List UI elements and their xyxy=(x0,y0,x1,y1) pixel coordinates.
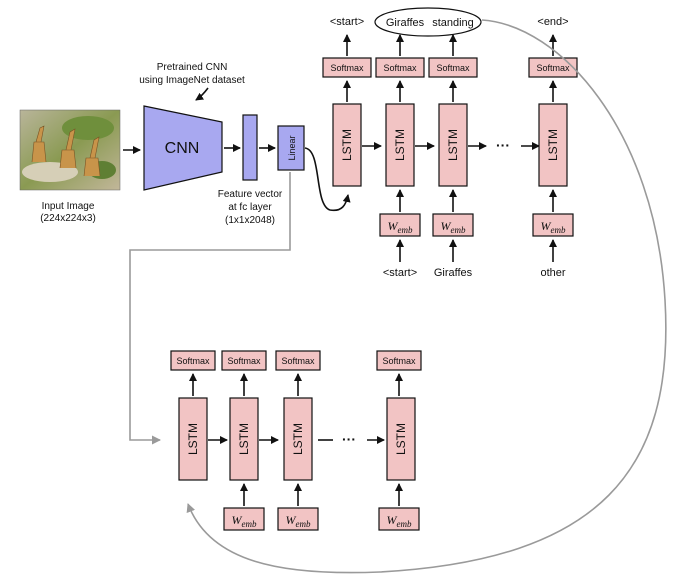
lstm-cell xyxy=(385,103,415,187)
softmax-box xyxy=(322,57,372,78)
lstm-cell xyxy=(178,397,208,481)
svg-text:LSTM: LSTM xyxy=(446,129,460,161)
softmax-box xyxy=(221,350,267,371)
top-output-word: Giraffes xyxy=(386,17,425,29)
svg-text:Softmax: Softmax xyxy=(227,356,261,366)
svg-text:Softmax: Softmax xyxy=(382,356,416,366)
lstm-cell xyxy=(538,103,568,187)
top-lstm-row: <start> Softmax LSTM Softmax LSTM Wemb <… xyxy=(322,7,578,279)
feedback-loop-arrow xyxy=(186,19,667,574)
input-image-size: (224x224x3) xyxy=(40,213,96,224)
pretrained-pointer-arrow xyxy=(195,87,209,101)
svg-text:Softmax: Softmax xyxy=(176,356,210,366)
top-output-word: <start> xyxy=(330,16,364,28)
svg-text:Softmax: Softmax xyxy=(536,63,570,73)
linear-to-lstm-arrow xyxy=(304,147,351,212)
word-embedding-box xyxy=(532,213,574,237)
linear-layer xyxy=(277,125,305,171)
lstm-cell xyxy=(283,397,313,481)
svg-text:LSTM: LSTM xyxy=(394,423,408,455)
svg-text:Softmax: Softmax xyxy=(330,63,364,73)
top-input-word: Giraffes xyxy=(434,267,473,279)
svg-text:LSTM: LSTM xyxy=(186,423,200,455)
svg-text:Wemb: Wemb xyxy=(387,513,412,529)
svg-text:Wemb: Wemb xyxy=(388,219,413,235)
lstm-cell xyxy=(386,397,416,481)
selected-words-ellipse xyxy=(374,7,482,37)
svg-text:LSTM: LSTM xyxy=(291,423,305,455)
word-embedding-box xyxy=(277,507,319,531)
input-image xyxy=(19,109,121,191)
softmax-box xyxy=(428,57,478,78)
svg-text:Wemb: Wemb xyxy=(286,513,311,529)
cnn-block xyxy=(143,105,223,191)
word-embedding-box xyxy=(432,213,474,237)
svg-text:LSTM: LSTM xyxy=(546,129,560,161)
svg-text:Softmax: Softmax xyxy=(281,356,315,366)
svg-text:Wemb: Wemb xyxy=(441,219,466,235)
svg-text:Wemb: Wemb xyxy=(541,219,566,235)
softmax-box xyxy=(375,57,425,78)
linear-label: Linear xyxy=(287,135,297,160)
svg-text:LSTM: LSTM xyxy=(340,129,354,161)
softmax-box xyxy=(275,350,321,371)
word-embedding-box xyxy=(378,507,420,531)
softmax-box xyxy=(528,57,578,78)
softmax-box xyxy=(170,350,216,371)
lstm-cell xyxy=(229,397,259,481)
feature-vector-label: Feature vector xyxy=(218,189,283,200)
svg-text:LSTM: LSTM xyxy=(393,129,407,161)
lstm-cell xyxy=(438,103,468,187)
softmax-box xyxy=(376,350,422,371)
svg-text:Softmax: Softmax xyxy=(383,63,417,73)
svg-text:LSTM: LSTM xyxy=(237,423,251,455)
linear-to-bottom-arrow xyxy=(129,172,291,445)
svg-text:Wemb: Wemb xyxy=(232,513,257,529)
word-embedding-box xyxy=(223,507,265,531)
lstm-cell xyxy=(332,103,362,187)
feature-vector-size: (1x1x2048) xyxy=(225,215,275,226)
cnn-label: CNN xyxy=(165,140,200,157)
feature-vector-layer: at fc layer xyxy=(228,202,272,213)
giraffe-figure xyxy=(31,125,101,177)
input-image-label: Input Image xyxy=(42,201,95,212)
pretrained-cnn-dataset-label: using ImageNet dataset xyxy=(139,75,245,86)
ellipsis: ··· xyxy=(342,431,356,447)
word-embedding-box xyxy=(379,213,421,237)
top-input-word: other xyxy=(540,267,565,279)
pretrained-cnn-label: Pretrained CNN xyxy=(157,62,228,73)
bottom-lstm-row: Softmax LSTM Softmax LSTM Wemb Softmax L… xyxy=(170,350,422,531)
top-output-word: standing xyxy=(432,17,474,29)
svg-text:Softmax: Softmax xyxy=(436,63,470,73)
feature-vector xyxy=(242,114,258,181)
top-input-word: <start> xyxy=(383,267,417,279)
ellipsis: ··· xyxy=(496,137,510,153)
top-output-word: <end> xyxy=(537,16,568,28)
